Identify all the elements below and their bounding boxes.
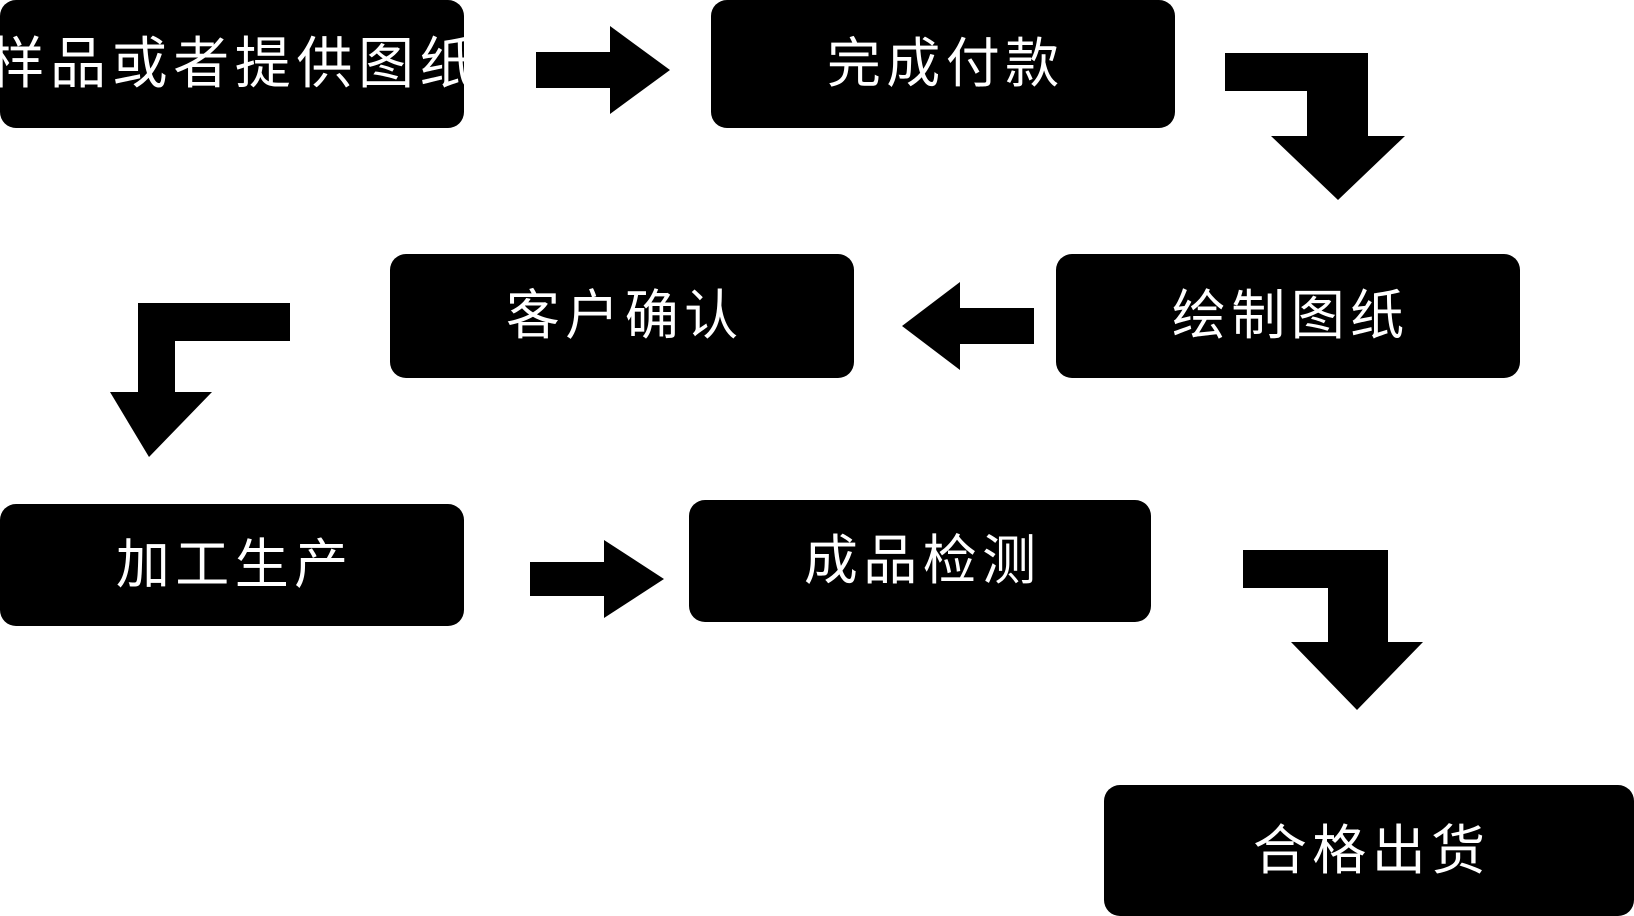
arrow-right-production-to-inspection bbox=[530, 540, 664, 618]
flow-node-sample-or-drawing[interactable]: 样品或者提供图纸 bbox=[0, 0, 476, 128]
flow-node-label: 加工生产 bbox=[115, 535, 354, 595]
flow-node-label: 完成付款 bbox=[826, 34, 1065, 94]
flow-node-qualified-shipment[interactable]: 合格出货 bbox=[1104, 785, 1634, 916]
flow-node-customer-confirm[interactable]: 客户确认 bbox=[390, 254, 854, 378]
flow-node-label: 绘制图纸 bbox=[1171, 286, 1410, 346]
flow-node-product-inspection[interactable]: 成品检测 bbox=[689, 500, 1151, 622]
arrow-left-drawing-to-confirm bbox=[902, 282, 1034, 370]
flow-node-label: 合格出货 bbox=[1252, 820, 1491, 881]
arrow-elbow-payment-to-drawing bbox=[1225, 40, 1405, 200]
arrow-elbow-inspection-to-shipment bbox=[1243, 538, 1423, 710]
flow-node-draw-drawing[interactable]: 绘制图纸 bbox=[1056, 254, 1520, 378]
flow-node-label: 样品或者提供图纸 bbox=[0, 32, 482, 95]
arrow-elbow-confirm-to-production bbox=[110, 292, 290, 457]
arrow-right-sample-to-payment bbox=[536, 26, 670, 114]
flow-node-complete-payment[interactable]: 完成付款 bbox=[711, 0, 1175, 128]
flow-node-label: 客户确认 bbox=[505, 286, 744, 346]
flow-node-processing-production[interactable]: 加工生产 bbox=[0, 504, 464, 626]
flow-node-label: 成品检测 bbox=[803, 531, 1042, 591]
